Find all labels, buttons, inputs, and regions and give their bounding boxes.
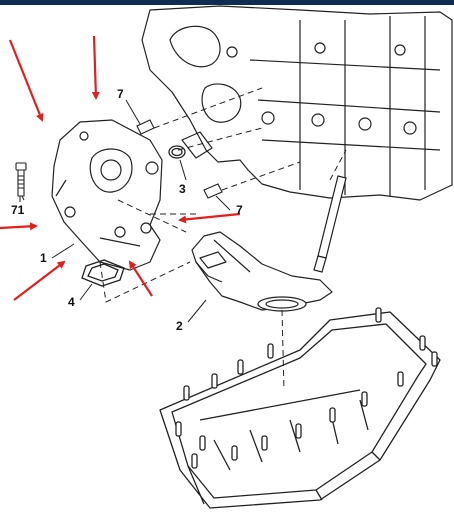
- arrow-top: [91, 35, 100, 100]
- header-bar: [0, 0, 454, 5]
- engine-block: [141, 5, 453, 201]
- oil-pan: [159, 307, 441, 509]
- callout-oil-pickup: 2: [176, 319, 183, 333]
- callout-dowel-lower: 7: [236, 203, 243, 217]
- arrow-bottom-left: [13, 260, 66, 301]
- arrow-right-middle: [178, 212, 241, 224]
- callout-o-ring: 3: [179, 182, 186, 196]
- dowel-upper: [136, 119, 155, 135]
- bolt: [15, 162, 27, 197]
- oil-pump: [51, 119, 163, 271]
- callout-bolt: 71: [11, 203, 25, 217]
- alignment-lines: [19, 87, 347, 391]
- gasket: [81, 259, 125, 287]
- callout-oil-pump: 1: [40, 251, 47, 265]
- dowel-lower: [203, 183, 223, 199]
- callout-gasket: 4: [68, 295, 75, 309]
- arrow-left-middle: [0, 222, 38, 231]
- callout-dowel-upper: 7: [117, 87, 124, 101]
- arrow-bottom: [128, 260, 153, 297]
- leader-lines: [21, 99, 231, 323]
- arrow-top-left: [8, 39, 44, 122]
- oil-pickup: [191, 231, 333, 312]
- o-ring: [168, 145, 186, 159]
- red-arrows: [0, 35, 241, 301]
- dipstick-tube: [313, 175, 347, 273]
